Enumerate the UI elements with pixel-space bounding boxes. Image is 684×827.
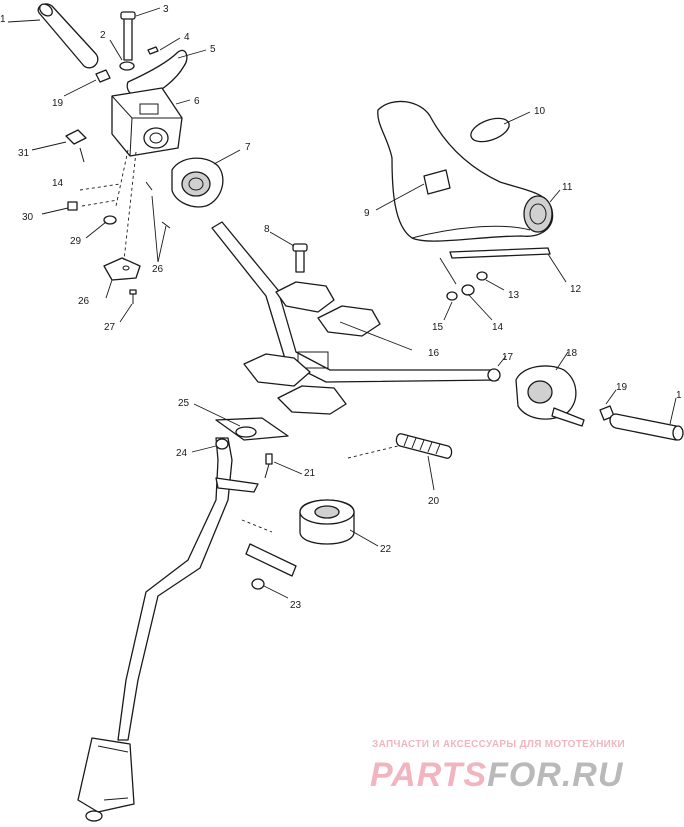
guide-line-c — [79, 183, 121, 191]
guide-line-b — [123, 151, 137, 261]
callout-8: 8 — [264, 224, 270, 235]
bolt-21 — [264, 453, 273, 479]
switch-31 — [65, 129, 87, 163]
callout-4: 4 — [184, 32, 190, 43]
callout-31: 31 — [18, 148, 30, 159]
callout-24: 24 — [176, 448, 188, 459]
callout-18: 18 — [566, 348, 578, 359]
callout-9: 9 — [364, 208, 370, 219]
callout-2: 2 — [100, 30, 106, 41]
callout-13: 13 — [508, 290, 520, 301]
badge-9 — [423, 169, 451, 195]
screw-26b — [161, 221, 171, 229]
pin-23 — [241, 519, 297, 590]
throttle-housing-7 — [171, 157, 224, 208]
callout-7: 7 — [245, 142, 251, 153]
spring-20 — [347, 433, 453, 459]
nut-24 — [215, 438, 229, 450]
guide-line-d — [81, 199, 119, 207]
callout-22: 22 — [380, 544, 392, 555]
callout-17: 17 — [502, 352, 514, 363]
callout-23: 23 — [290, 600, 302, 611]
callout-29: 29 — [70, 236, 82, 247]
callout-1-right: 1 — [676, 390, 682, 401]
callout-20: 20 — [428, 496, 440, 507]
callout-labels: 1 2 3 4 5 6 7 8 9 10 11 12 13 14 14 15 1… — [0, 4, 682, 611]
callout-19-left: 19 — [52, 98, 64, 109]
brake-housing-6 — [111, 87, 183, 157]
block-30 — [67, 201, 78, 211]
watermark-logo: PARTSFOR.RU — [370, 756, 624, 794]
callout-6: 6 — [194, 96, 200, 107]
callout-16: 16 — [428, 348, 440, 359]
callout-1-left: 1 — [0, 14, 6, 25]
right-grip — [609, 413, 684, 441]
bolt-8 — [292, 243, 308, 273]
callout-26-lower: 26 — [78, 296, 90, 307]
upper-clamp-16 — [275, 281, 413, 351]
handlebar-pad-11 — [377, 100, 554, 242]
lower-clamp — [243, 353, 347, 415]
callout-14-left: 14 — [52, 178, 64, 189]
callout-30: 30 — [22, 212, 34, 223]
nut-15 — [446, 291, 458, 301]
handlebar-17 — [211, 221, 501, 383]
watermark-tagline: ЗАПЧАСТИ И АКСЕССУАРЫ ДЛЯ МОТОТЕХНИКИ — [372, 739, 625, 750]
callout-5: 5 — [210, 44, 216, 55]
washer-14 — [461, 284, 475, 296]
bolt-3 — [120, 11, 136, 61]
nut-13 — [476, 271, 488, 281]
leader-lines — [7, 7, 677, 599]
callout-10: 10 — [534, 106, 546, 117]
callout-3: 3 — [163, 4, 169, 15]
watermark: ЗАПЧАСТИ И АКСЕССУАРЫ ДЛЯ МОТОТЕХНИКИ PA… — [370, 739, 625, 794]
callout-12: 12 — [570, 284, 582, 295]
screw-26a — [145, 181, 153, 191]
callout-19-right: 19 — [616, 382, 628, 393]
strap-12 — [449, 247, 551, 259]
callout-25: 25 — [178, 398, 190, 409]
collar-19-left — [95, 69, 111, 83]
washer-29 — [103, 215, 117, 225]
guide-line-a — [115, 149, 129, 207]
steering-stem — [77, 417, 289, 822]
screw-4 — [147, 46, 159, 55]
callout-15: 15 — [432, 322, 444, 333]
watermark-logo-for: FOR.RU — [487, 756, 624, 794]
callout-14-right: 14 — [492, 322, 504, 333]
screw-27 — [129, 289, 137, 304]
left-grip — [37, 3, 99, 69]
callout-11: 11 — [562, 182, 573, 193]
callout-27: 27 — [104, 322, 116, 333]
washer-2 — [119, 61, 135, 71]
throttle-housing-18 — [515, 365, 585, 427]
bushing-22 — [299, 499, 355, 545]
callout-26-upper: 26 — [152, 264, 164, 275]
cover-10 — [470, 117, 510, 143]
callout-21: 21 — [304, 468, 316, 479]
plate-26 — [103, 257, 141, 281]
watermark-logo-parts: PARTS — [370, 756, 487, 794]
